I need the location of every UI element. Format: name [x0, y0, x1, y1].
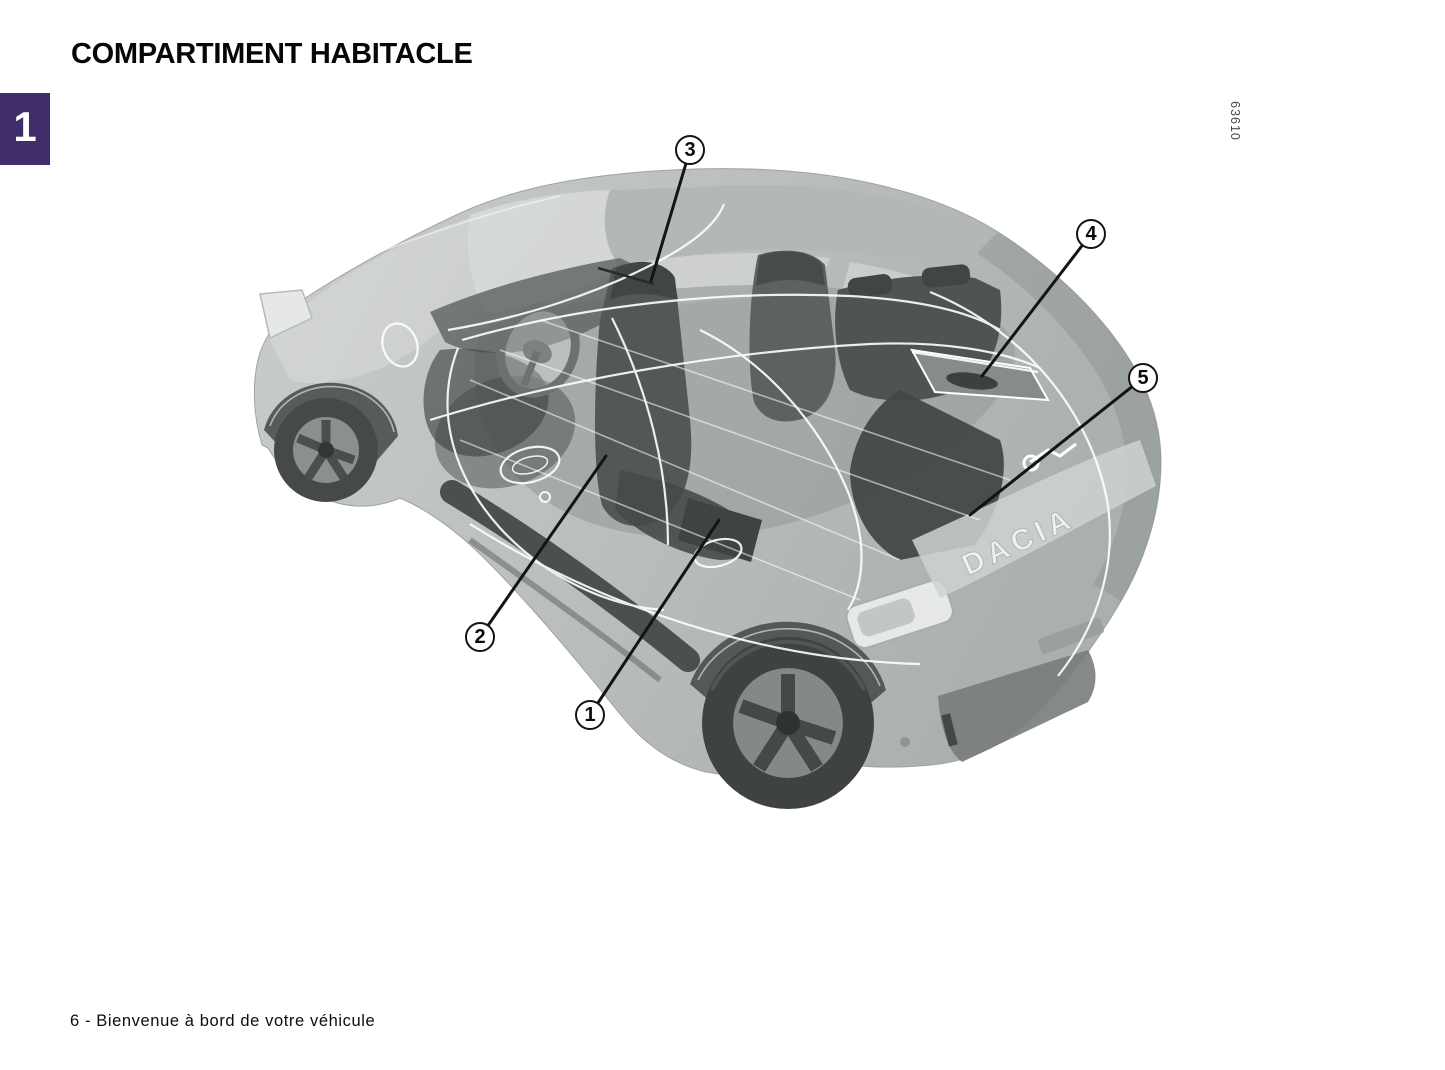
steering-wheel — [496, 302, 580, 398]
ghost-wireframe — [267, 195, 1011, 687]
rear-wheel — [690, 621, 886, 809]
headlight — [259, 289, 313, 340]
callout-1: 1 — [575, 700, 605, 730]
side-sill — [440, 480, 700, 672]
car-side-shading — [977, 232, 1161, 601]
section-tab: 1 — [0, 93, 50, 165]
rear-bumper-insert — [938, 650, 1096, 762]
tail-lamp — [845, 579, 954, 649]
tailgate-band — [912, 440, 1156, 598]
under-dash — [423, 348, 549, 457]
figure-number: 63610 — [1228, 101, 1242, 141]
section-tab-number: 1 — [13, 103, 37, 150]
callout-2: 2 — [465, 622, 495, 652]
page-footer: 6 - Bienvenue à bord de votre véhicule — [70, 1012, 376, 1030]
callout-4: 4 — [1076, 219, 1106, 249]
callout-3: 3 — [675, 135, 705, 165]
page-title: COMPARTIMENT HABITACLE — [71, 38, 473, 70]
ghost-outlines — [381, 203, 1111, 677]
callout-5: 5 — [1128, 363, 1158, 393]
front-wheel — [264, 382, 398, 502]
callout-leader-lines — [478, 148, 1145, 717]
roof-panel — [604, 184, 992, 272]
